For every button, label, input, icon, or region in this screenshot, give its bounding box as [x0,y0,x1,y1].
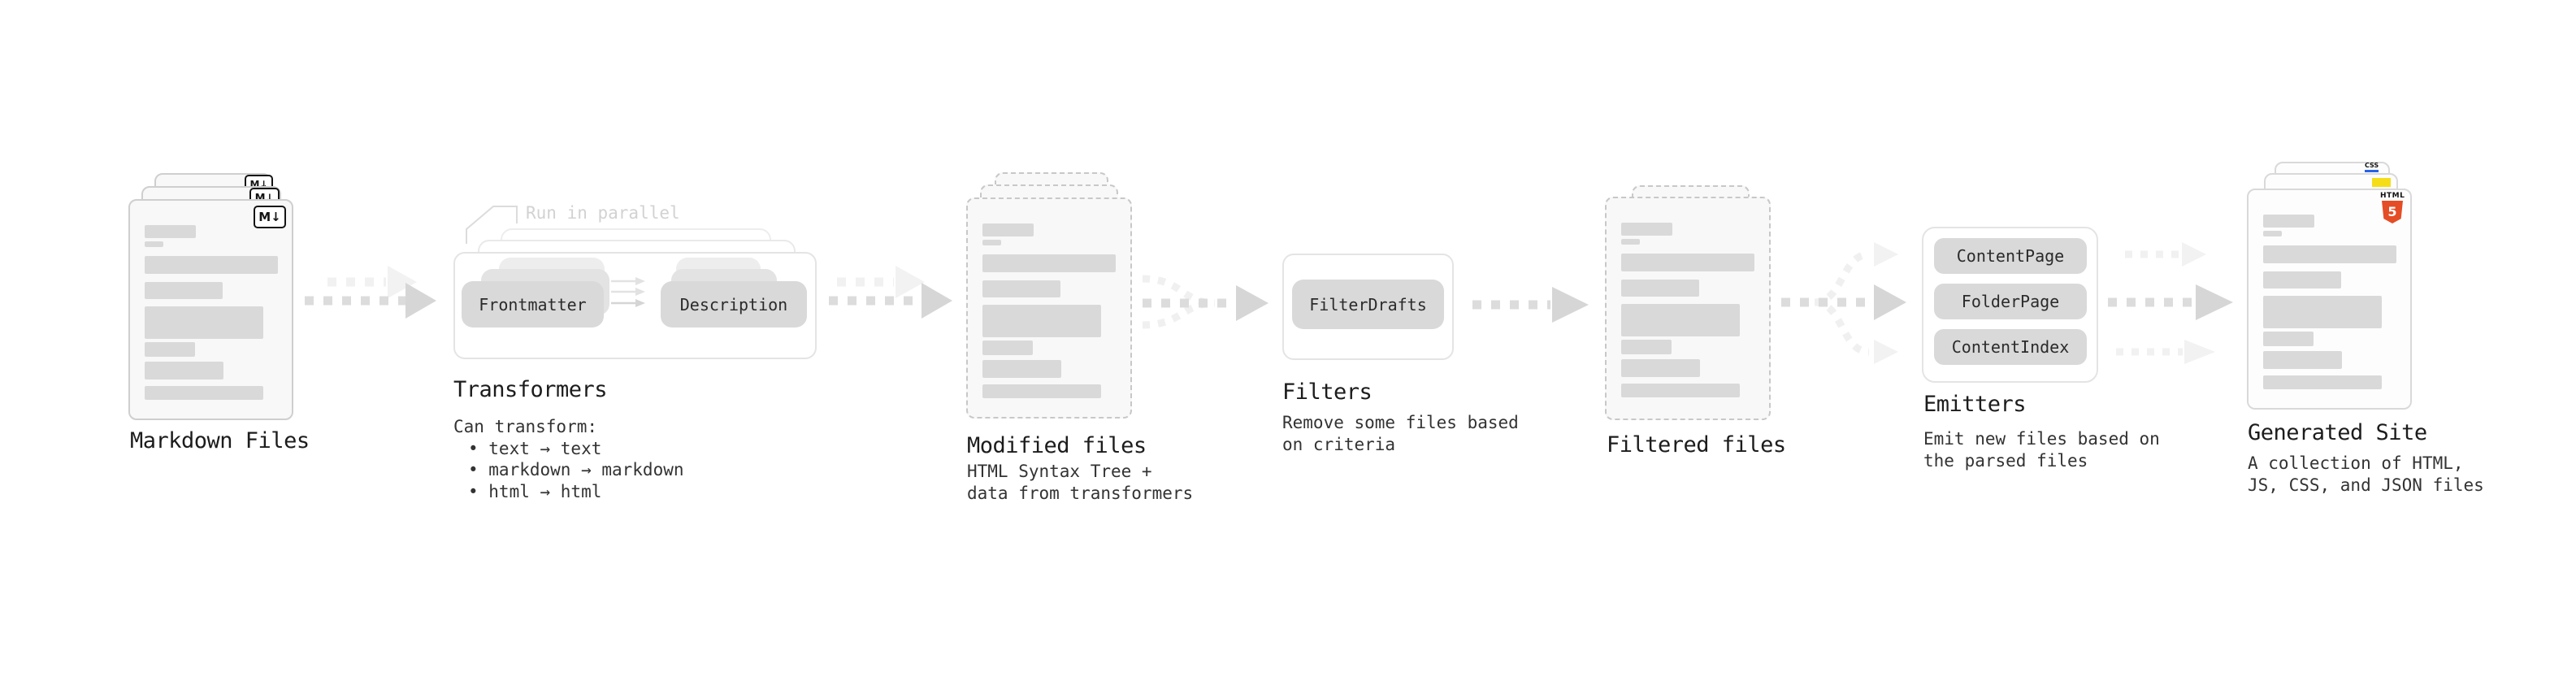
modified-files-title: Modified files [967,433,1147,458]
contentpage-pill: ContentPage [1934,238,2087,274]
filtered-file-front [1605,197,1771,420]
transform-bullet: • html → html [468,481,602,501]
placeholder-bar [982,280,1060,297]
filterdrafts-pill: FilterDrafts [1292,280,1444,329]
modified-files-description: HTML Syntax Tree + data from transformer… [967,462,1194,503]
markdown-file-front [128,199,293,420]
arrow-markdown-to-transformers [305,266,436,319]
description-pill: Description [661,281,807,327]
placeholder-bar [2263,296,2382,328]
placeholder-bar [145,342,195,357]
placeholder-bar [2263,271,2341,288]
placeholder-bar [2263,231,2282,236]
placeholder-bar [145,386,263,400]
transform-bullet: • text → text [468,438,602,458]
placeholder-bar [2263,375,2382,389]
placeholder-bar [2263,351,2342,369]
filtered-files-title: Filtered files [1607,432,1786,458]
arrow-transformers-to-modified [829,266,952,319]
filters-title: Filters [1282,380,1373,405]
placeholder-bar [982,305,1101,337]
placeholder-bar [145,225,196,238]
filters-description: Remove some files based on criteria [1282,413,1519,454]
placeholder-bar [2263,245,2396,263]
arrow-filters-to-filtered [1472,287,1589,323]
transformers-title: Transformers [453,377,608,402]
placeholder-bar [1621,384,1740,397]
placeholder-bar [1621,280,1699,297]
markdown-icon: M↓ [254,206,286,228]
generated-file-html [2247,189,2412,410]
placeholder-bar [1621,254,1754,271]
placeholder-bar [2263,215,2314,228]
placeholder-bar [1621,239,1640,245]
emitters-description: Emit new files based on the parsed files [1923,429,2160,471]
arrow-modified-to-filters [1142,275,1268,329]
placeholder-bar [2263,332,2314,346]
css-icon: CSS [2365,163,2379,172]
markdown-files-title: Markdown Files [130,428,310,453]
placeholder-bar [982,384,1101,398]
parallel-arrows-icon [611,277,645,307]
placeholder-bar [982,240,1001,245]
annotation-leader-line [466,206,518,244]
placeholder-bar [145,306,263,339]
frontmatter-pill: Frontmatter [462,281,604,327]
generated-site-description: A collection of HTML, JS, CSS, and JSON … [2248,453,2484,495]
js-icon [2372,178,2391,187]
transformers-description: Can transform: • text → text • markdown … [453,416,684,502]
transformers-subtitle: Can transform: [453,417,598,436]
modified-file-front [966,197,1132,419]
emitters-title: Emitters [1923,392,2027,417]
placeholder-bar [982,254,1116,272]
generated-site-title: Generated Site [2248,420,2427,445]
contentindex-pill: ContentIndex [1934,329,2087,365]
placeholder-bar [982,223,1034,236]
placeholder-bar [1621,359,1700,377]
placeholder-bar [982,360,1061,378]
html5-icon: HTML 5 [2380,192,2405,223]
arrow-filtered-to-emitters [1781,242,1906,364]
placeholder-bar [145,241,163,247]
placeholder-bar [145,362,223,380]
transform-bullet: • markdown → markdown [468,460,684,479]
run-in-parallel-annotation: Run in parallel [526,203,680,223]
folderpage-pill: FolderPage [1934,284,2087,319]
placeholder-bar [145,282,223,299]
placeholder-bar [1621,340,1672,354]
placeholder-bar [982,340,1033,355]
placeholder-bar [145,256,278,274]
placeholder-bar [1621,223,1672,236]
placeholder-bar [1621,304,1740,336]
arrow-emitters-to-generated [2108,242,2233,364]
